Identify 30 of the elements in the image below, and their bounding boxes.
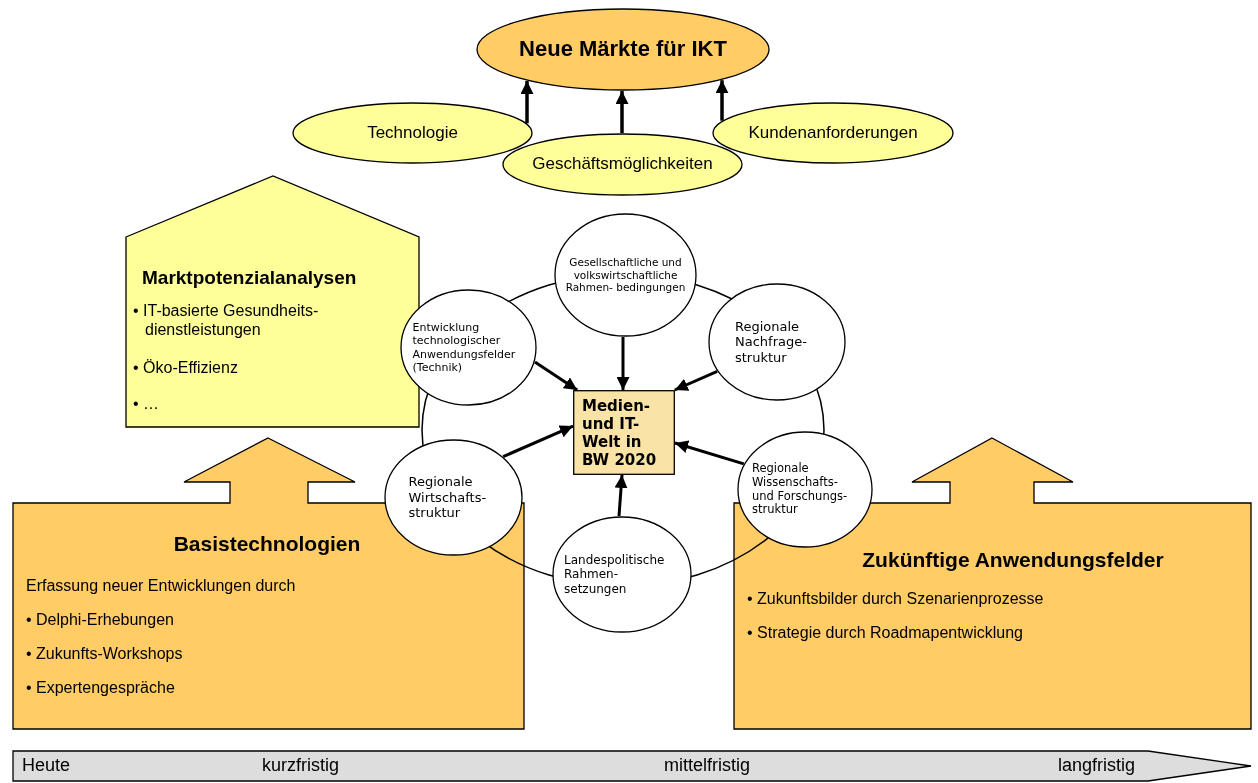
timeline-arrow — [12, 750, 1252, 782]
panel-heading: Basistechnologien — [172, 531, 362, 557]
bullet-item: • Zukunftsbilder durch Szenarienprozesse — [747, 589, 1045, 609]
node-label: Technologie — [367, 122, 458, 144]
bullet-item: • Delphi-Erhebungen — [26, 610, 175, 630]
time-label: langfristig — [1058, 755, 1136, 777]
node-label: Kundenanforderungen — [748, 122, 918, 144]
panel-heading: Marktpotenzialanalysen — [142, 267, 358, 290]
node-title: Neue Märkte für IKT — [519, 36, 727, 63]
oval-node — [712, 102, 954, 164]
bullet-item: • IT-basierte Gesundheits- dienstleistungen — [133, 301, 320, 340]
panel-text: Erfassung neuer Entwicklungen durch — [26, 576, 297, 596]
bullet-item: • Öko-Effizienz — [133, 358, 239, 378]
arrow-topped-panel — [733, 437, 1252, 730]
bullet-item: • Strategie durch Roadmapentwicklung — [747, 623, 1024, 643]
panel-heading: Zukünftige Anwendungsfelder — [861, 547, 1165, 573]
oval-node — [502, 133, 743, 196]
time-label: Heute — [22, 755, 71, 777]
arrow — [715, 80, 729, 121]
time-label: mittelfristig — [664, 755, 750, 777]
oval-node — [292, 102, 533, 164]
time-label: kurzfristig — [262, 755, 339, 777]
oval-node — [476, 8, 770, 91]
node-label: Geschäftsmöglichkeiten — [532, 154, 713, 175]
arrow — [520, 80, 534, 124]
bullet-item: • Zukunfts-Workshops — [26, 644, 184, 664]
bullet-item: • Expertengespräche — [26, 678, 176, 698]
arrow-topped-panel — [12, 437, 525, 730]
bullet-item: • … — [133, 394, 161, 414]
arrow — [615, 91, 629, 133]
